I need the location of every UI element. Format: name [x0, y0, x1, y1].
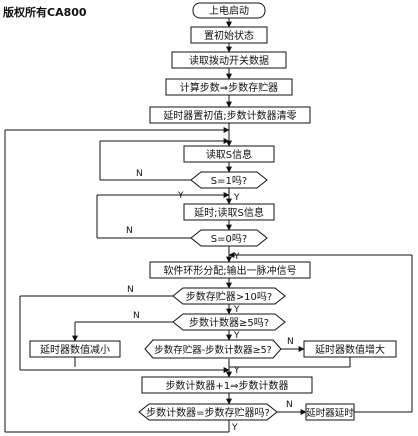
- decision-s-eq-1-text: S=1吗?: [211, 175, 247, 187]
- label-n: N: [126, 226, 133, 236]
- label-n: N: [136, 169, 143, 179]
- watermark-text: 版权所有CA800: [3, 6, 87, 19]
- node-read-s: 读取S信息: [183, 145, 275, 163]
- node-ring-text: 软件环形分配;输出一脉冲信号: [163, 264, 296, 277]
- decision-ge5-text: 步数计数器≥5吗?: [189, 316, 269, 329]
- node-dec-text: 延时器数值减小: [40, 343, 110, 356]
- node-delay: 延时器延时: [305, 403, 355, 421]
- decision-s-eq-0-text: S=0吗?: [211, 233, 247, 245]
- node-timer-init: 延时器置初值;步数计数器清零: [149, 106, 311, 124]
- decision-diff-ge5-text: 步数存贮器-步数计数器≥5?: [154, 344, 271, 356]
- node-calc-text: 计算步数⇒步数存贮器: [180, 81, 278, 94]
- label-y: Y: [233, 331, 240, 341]
- decision-diff-ge5: 步数存贮器-步数计数器≥5?: [144, 339, 282, 359]
- node-inc: 延时器数值增大: [303, 340, 397, 358]
- label-n: N: [133, 311, 140, 321]
- label-y: Y: [233, 305, 240, 315]
- node-dec: 延时器数值减小: [29, 340, 121, 358]
- node-count: 步数计数器+1⇒步数计数器: [141, 376, 313, 394]
- node-init: 置初始状态: [190, 26, 268, 44]
- label-n: N: [287, 337, 294, 347]
- node-read-switch-text: 读取拨动开关数据: [189, 54, 269, 67]
- node-start-text: 上电启动: [209, 4, 249, 17]
- decision-ge5: 步数计数器≥5吗?: [172, 313, 286, 331]
- node-read-switch: 读取拨动开关数据: [171, 51, 287, 69]
- node-delay-text: 延时器延时: [306, 407, 354, 419]
- node-delay-read: 延时;读取S信息: [183, 203, 275, 221]
- node-read-s-text: 读取S信息: [206, 148, 252, 161]
- label-y: Y: [177, 191, 184, 201]
- decision-gt10-text: 步数存贮器>10吗?: [186, 290, 272, 303]
- label-y: Y: [233, 193, 240, 203]
- node-start: 上电启动: [192, 2, 266, 19]
- node-count-text: 步数计数器+1⇒步数计数器: [165, 379, 288, 392]
- label-n: N: [127, 285, 134, 295]
- label-y: Y: [233, 366, 240, 376]
- decision-gt10: 步数存贮器>10吗?: [172, 287, 286, 305]
- decision-equal: 步数计数器=步数存贮器吗?: [138, 403, 278, 421]
- node-ring: 软件环形分配;输出一脉冲信号: [149, 261, 311, 279]
- node-calc: 计算步数⇒步数存贮器: [165, 78, 293, 96]
- label-n: N: [286, 400, 293, 410]
- node-timer-init-text: 延时器置初值;步数计数器清零: [163, 109, 296, 122]
- label-y: Y: [231, 423, 238, 433]
- decision-equal-text: 步数计数器=步数存贮器吗?: [146, 406, 270, 419]
- node-init-text: 置初始状态: [204, 29, 254, 42]
- node-inc-text: 延时器数值增大: [315, 343, 385, 356]
- label-y: Y: [233, 252, 240, 262]
- decision-s-eq-0: S=0吗?: [190, 229, 268, 247]
- decision-s-eq-1: S=1吗?: [190, 171, 268, 189]
- node-delay-read-text: 延时;读取S信息: [194, 206, 264, 219]
